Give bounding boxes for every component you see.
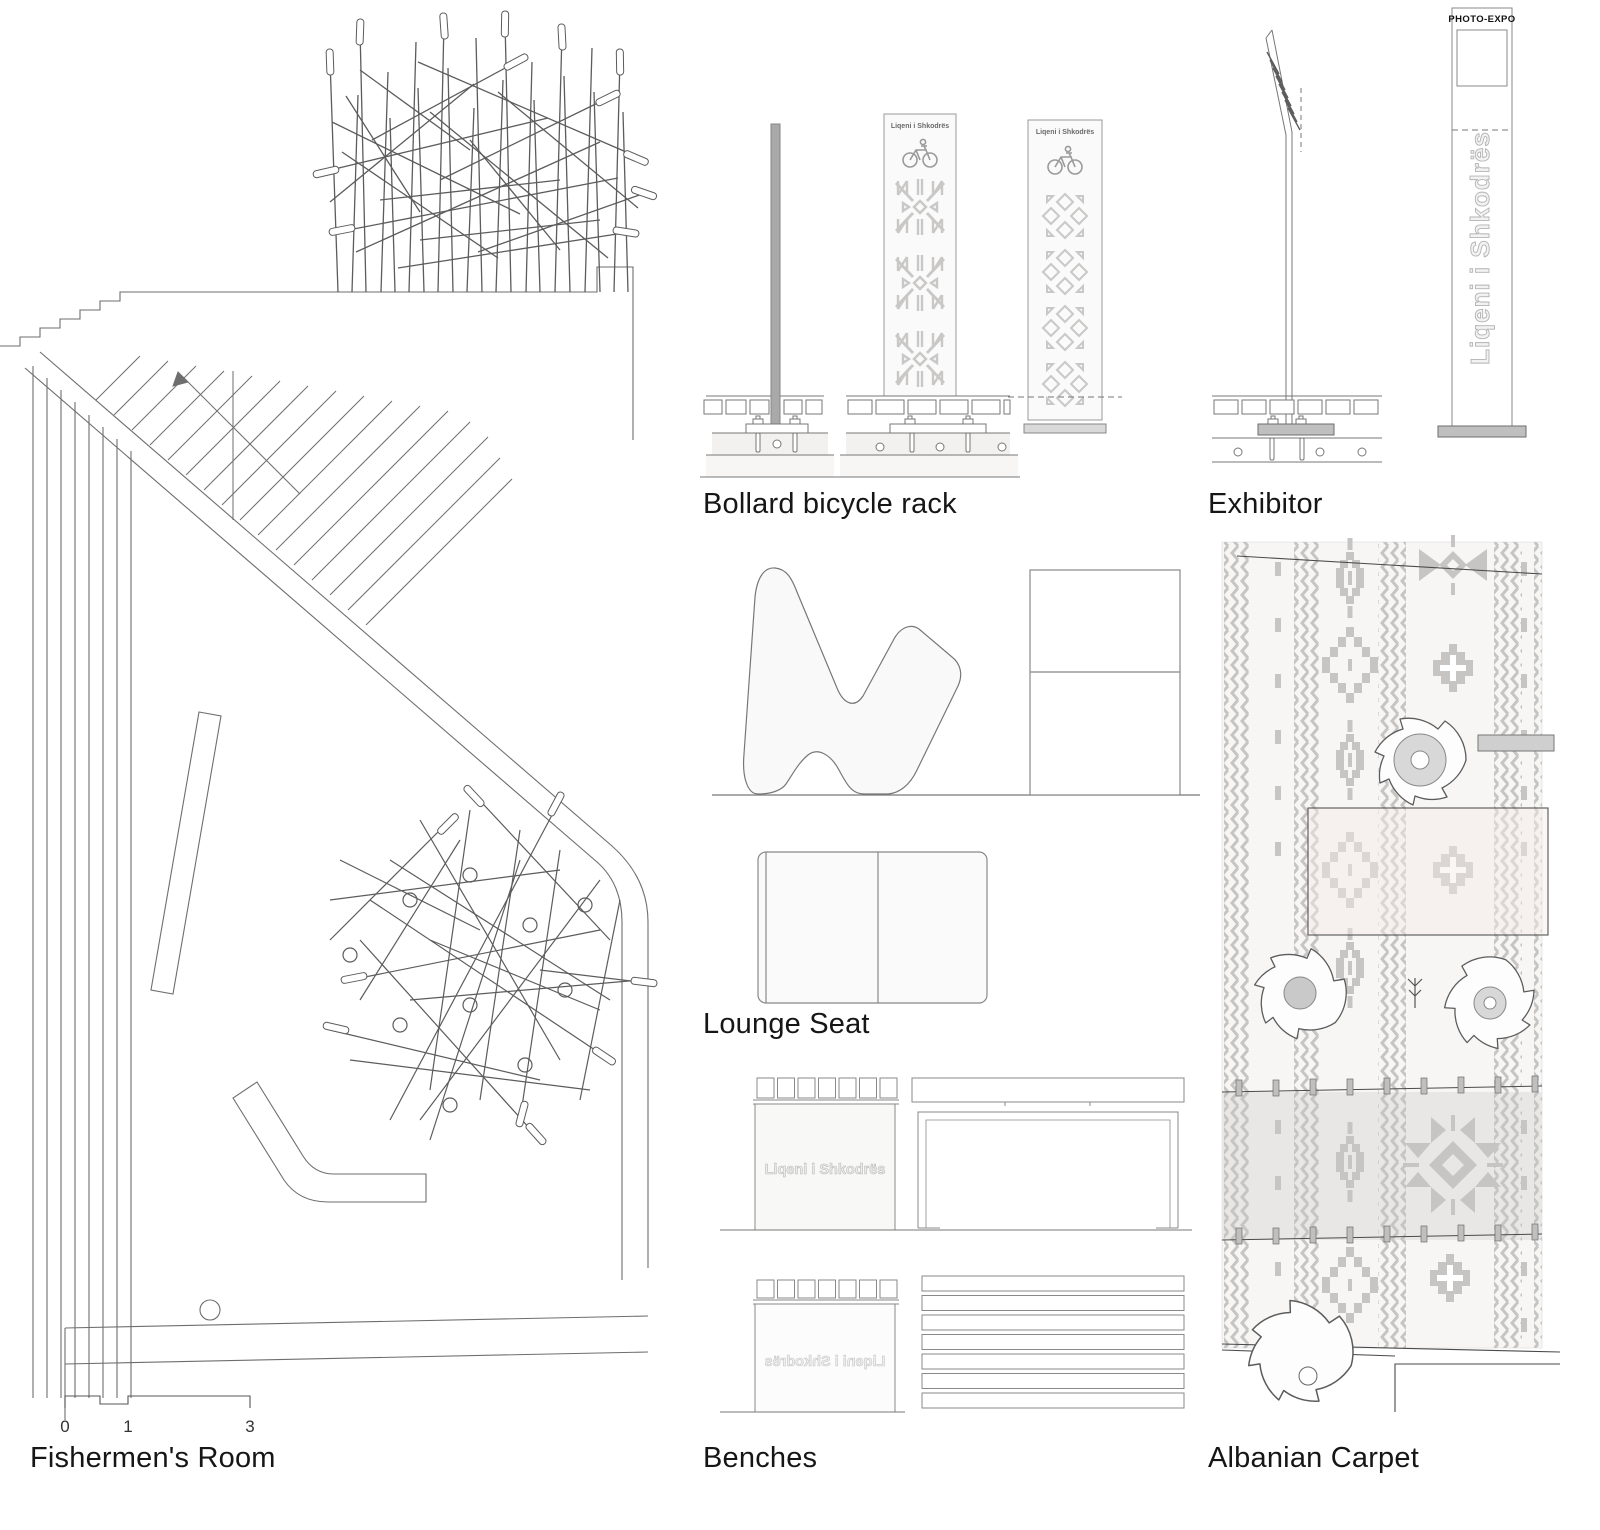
bollard-panel-title: Liqeni i Shkodrës bbox=[1036, 129, 1094, 136]
tree-3 bbox=[1434, 944, 1549, 1062]
pergola-hatching bbox=[95, 355, 513, 626]
exhibitor-vertical-text: Liqeni i Shkodrës bbox=[1465, 131, 1495, 365]
plan-bench-bent bbox=[232, 1081, 427, 1203]
photo-expo-header: PHOTO-EXPO bbox=[1448, 14, 1515, 25]
carpet-table bbox=[1307, 807, 1549, 936]
wall-band-outer bbox=[39, 351, 649, 1268]
bollard-front-diamond: Liqeni i Shkodrës bbox=[1008, 119, 1122, 434]
carpet-zigzag-bands bbox=[1224, 542, 1542, 1348]
fishermens-room-elevation bbox=[0, 10, 659, 440]
scale-bar bbox=[64, 1395, 251, 1408]
tree-2 bbox=[1235, 931, 1363, 1058]
oar-sculpture-plan bbox=[321, 783, 658, 1147]
exhibitor-base-plate bbox=[1257, 423, 1335, 436]
lounge-chair-side bbox=[742, 567, 962, 795]
fishermens-room-plan: 0 1 3 bbox=[24, 351, 658, 1436]
label-exhibitor: Exhibitor bbox=[1208, 488, 1323, 520]
exhibitor-base bbox=[1437, 425, 1527, 438]
bollard-front-xweave: Liqeni i Shkodrës bbox=[838, 113, 1020, 478]
exhibitor-front-view: PHOTO-EXPO Liqeni i Shkodrës bbox=[1437, 7, 1527, 438]
label-fishermens-room: Fishermen's Room bbox=[30, 1442, 276, 1474]
lounge-seat-drawings bbox=[712, 567, 1200, 1004]
bollard-base-plate bbox=[1023, 423, 1107, 434]
tree-4 bbox=[1235, 1291, 1365, 1417]
bench-top-view bbox=[921, 1275, 1185, 1409]
bench-front-text: Liqeni i Shkodrës bbox=[765, 1162, 886, 1178]
exhibitor-side-view bbox=[1212, 29, 1382, 463]
albanian-carpet-plan bbox=[1221, 535, 1561, 1417]
bench-front-text-mirrored: Liqeni i Shkodrës bbox=[765, 1354, 886, 1370]
label-benches: Benches bbox=[703, 1442, 818, 1474]
bollard-side-view bbox=[700, 123, 840, 478]
label-lounge-seat: Lounge Seat bbox=[703, 1008, 870, 1040]
scale-tick-3: 3 bbox=[245, 1417, 254, 1436]
label-bollard-bicycle-rack: Bollard bicycle rack bbox=[703, 488, 957, 520]
benches-drawings: Liqeni i Shkodrës Liqeni i Shkodrës bbox=[720, 1077, 1192, 1413]
photo-frame bbox=[1456, 29, 1508, 87]
oar-sculpture-elevation bbox=[311, 10, 659, 293]
bollard-pole bbox=[770, 123, 781, 425]
plant-icon bbox=[1407, 978, 1423, 1008]
carpet-bench bbox=[1477, 734, 1555, 752]
road-edge-top bbox=[1236, 555, 1543, 575]
tree-1 bbox=[1374, 717, 1467, 806]
lounge-chair-plan bbox=[757, 851, 988, 1004]
bench-side-view bbox=[911, 1077, 1185, 1229]
scale-tick-0: 0 bbox=[60, 1417, 69, 1436]
deck-boards bbox=[32, 366, 132, 1398]
plan-bottom-edge bbox=[64, 1315, 649, 1329]
exhibitor-drawings: PHOTO-EXPO Liqeni i Shkodrës bbox=[1212, 7, 1527, 463]
platform-steps bbox=[0, 266, 634, 440]
wall-band-inner bbox=[24, 367, 623, 1280]
plan-tree-icon bbox=[199, 1299, 221, 1321]
bench-end-view: Liqeni i Shkodrës bbox=[753, 1077, 899, 1231]
carpet-support-ticks bbox=[1235, 1075, 1539, 1245]
bollard-panel-title: Liqeni i Shkodrës bbox=[891, 123, 949, 130]
bench-end-view-mirrored: Liqeni i Shkodrës bbox=[753, 1279, 899, 1413]
plan-bench-straight bbox=[150, 711, 222, 995]
label-albanian-carpet: Albanian Carpet bbox=[1208, 1442, 1419, 1474]
bollard-bicycle-rack: Liqeni i Shkodrës Liqeni i Shkodrës bbox=[700, 113, 1122, 478]
scale-tick-1: 1 bbox=[123, 1417, 132, 1436]
north-arrow-icon bbox=[172, 371, 189, 387]
lounge-chair-front bbox=[1029, 569, 1181, 796]
